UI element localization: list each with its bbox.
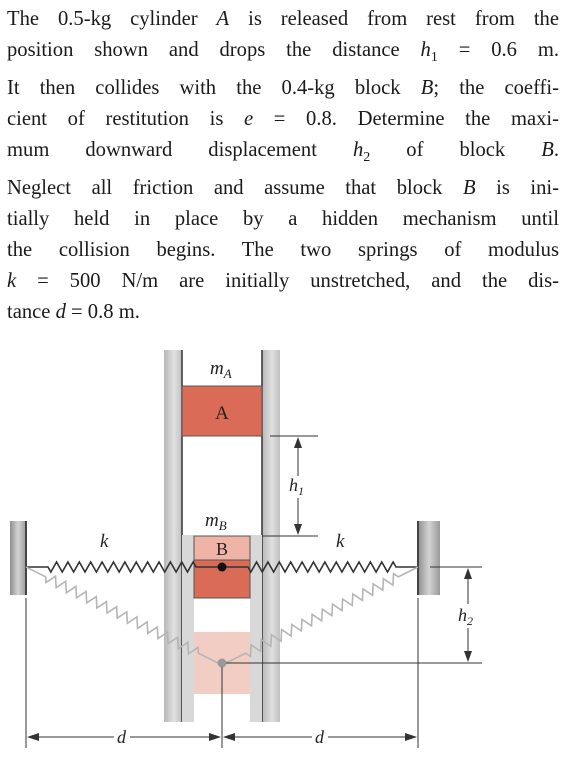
block-b-label: B xyxy=(216,539,228,559)
d-left-label: d xyxy=(117,727,127,747)
left-spring-stretched xyxy=(25,566,219,664)
left-spring xyxy=(26,560,218,574)
problem-line: cient of restitution is e = 0.8. Determi… xyxy=(7,108,559,131)
cylinder-a xyxy=(181,385,263,437)
problem-line: k = 500 N/m are initially unstretched, a… xyxy=(7,270,559,293)
left-wall xyxy=(10,521,26,595)
k-right-label: k xyxy=(336,531,345,552)
h2-label: h2 xyxy=(458,605,473,628)
problem-line: mum downward displacement h2 of block B. xyxy=(7,139,559,166)
problem-line: tance d = 0.8 m. xyxy=(7,301,140,324)
problem-line: The 0.5-kg cylinder A is released from r… xyxy=(7,8,559,30)
problem-line: It then collides with the 0.4-kg block B… xyxy=(7,77,559,100)
problem-line: tially held in place by a hidden mechani… xyxy=(7,208,559,231)
h2-arrow-bottom xyxy=(464,651,472,662)
h2-arrow-top xyxy=(464,568,472,579)
right-spring xyxy=(226,560,418,574)
inner-channel-left xyxy=(182,535,194,722)
right-wall xyxy=(418,521,440,595)
right-spring-stretched xyxy=(225,566,419,664)
problem-line: Neglect all friction and assume that blo… xyxy=(7,177,560,200)
spring-block-figure: A mA B mB k k h1 h2 d d xyxy=(10,350,482,748)
h1-arrow-top xyxy=(294,437,302,448)
spring-pin-displaced xyxy=(217,658,227,668)
inner-channel-right xyxy=(250,535,262,722)
problem-line: position shown and drops the distance h1… xyxy=(7,39,559,66)
block-b-cap xyxy=(193,535,251,561)
h1-arrow-bottom xyxy=(294,524,302,535)
k-left-label: k xyxy=(100,531,109,552)
left-guide xyxy=(164,350,182,722)
h1-label: h1 xyxy=(289,475,304,498)
mass-a-label: mA xyxy=(210,358,232,381)
d-right-label: d xyxy=(315,727,325,747)
mass-b-label: mB xyxy=(205,510,227,533)
problem-line: the collision begins. The two springs of… xyxy=(7,239,559,262)
problem-statement: The 0.5-kg cylinder A is released from r… xyxy=(7,4,559,328)
spring-pin xyxy=(217,562,227,572)
cylinder-a-label: A xyxy=(215,403,229,424)
